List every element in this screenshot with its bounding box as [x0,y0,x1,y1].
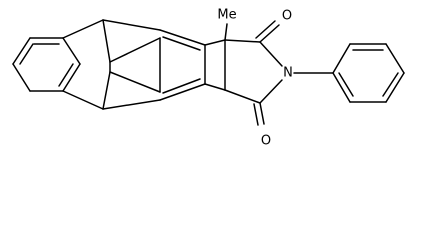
bond [12,63,31,92]
bond [102,99,161,110]
chemical-structure: Me N O O [12,8,405,149]
double-bond [162,36,201,51]
bond [259,79,283,104]
bond [332,72,351,103]
bond [102,19,111,63]
bond [62,90,104,110]
double-bond [338,72,354,97]
bond [62,19,104,39]
double-bond [162,78,201,94]
bond [159,29,206,46]
carbonyl-bond [259,102,265,125]
bond [385,43,405,74]
bond [204,39,226,46]
bond [224,89,261,104]
bicyclic-core [62,19,161,110]
methyl-label: Me [217,8,236,23]
right-aromatic-ring [159,29,206,101]
bond [102,71,111,110]
oxygen-top-label: O [282,9,292,24]
bond [385,72,405,103]
left-benzene-ring [12,37,81,92]
bond [204,83,226,91]
bond [332,43,351,74]
carbonyl-bond [259,24,280,43]
methyl-bond [224,23,228,41]
phenyl-ring [293,43,405,103]
bond [109,71,161,93]
double-bond [19,43,34,65]
nitrogen-label: N [283,66,293,81]
bond [224,39,261,43]
double-bond [382,72,399,97]
carbonyl-bond [253,103,259,126]
bond [62,37,81,65]
bond [12,37,31,65]
bond [109,37,161,63]
bond [259,41,283,67]
double-bond [58,63,74,87]
bond [159,83,206,101]
oxygen-bottom-label: O [261,134,271,149]
bond [62,63,81,92]
carbonyl-bond [255,20,276,39]
bond [102,19,161,31]
imide-ring [204,20,283,126]
